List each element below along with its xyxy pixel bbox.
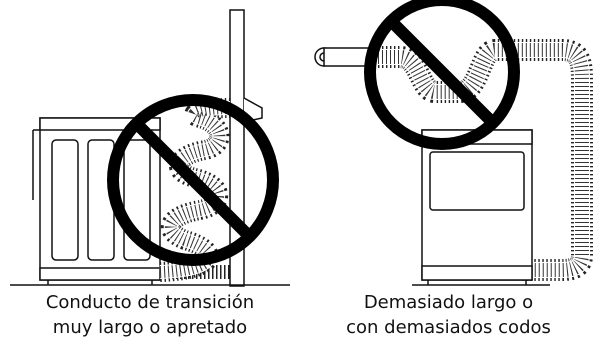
left-caption-line1: Conducto de transición (45, 292, 255, 313)
dryer-front-view (421, 129, 533, 285)
right-caption: Demasiado largo o con demasiados codos (300, 290, 597, 340)
wall-exhaust-stub (314, 47, 373, 67)
left-illustration (0, 0, 300, 290)
left-illustration-svg (10, 9, 290, 287)
prohibition-sign-right (364, 0, 520, 150)
long-duct (370, 39, 593, 281)
right-caption-line1: Demasiado largo o (363, 292, 534, 313)
prohibition-sign-left (107, 94, 279, 266)
right-illustration-svg (314, 0, 593, 286)
right-illustration (300, 0, 597, 290)
left-caption-line2: muy largo o apretado (52, 317, 248, 338)
dryer-side-view (32, 117, 161, 285)
right-caption-line2: con demasiados codos (346, 317, 551, 338)
left-caption: Conducto de transición muy largo o apret… (0, 290, 300, 340)
